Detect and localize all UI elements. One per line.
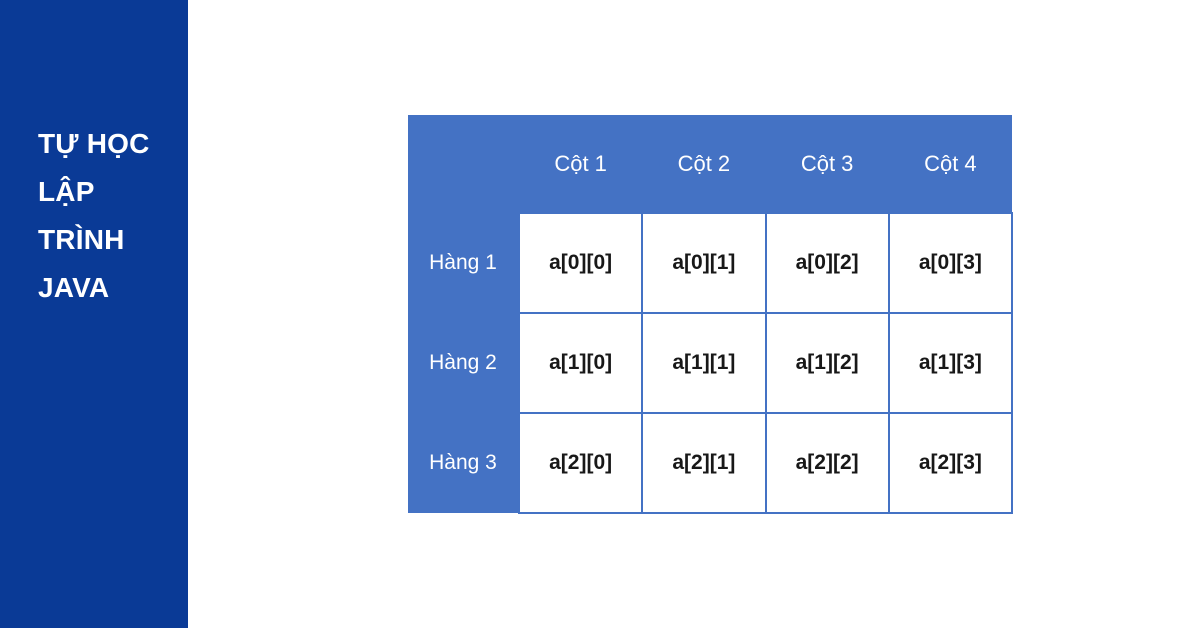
brand-title-line-4: JAVA: [38, 272, 110, 303]
column-header-1: Cột 1: [519, 115, 643, 213]
array-cell-0-2: a[0][2]: [764, 212, 890, 314]
array-grid: Cột 1 Cột 2 Cột 3 Cột 4 Hàng 1 a[0][0] a…: [408, 115, 1014, 514]
table-row: Hàng 2 a[1][0] a[1][1] a[1][2] a[1][3]: [408, 312, 1014, 414]
array-cell-2-2: a[2][2]: [764, 412, 890, 514]
array-cell-1-3: a[1][3]: [887, 312, 1014, 414]
table-row: Hàng 1 a[0][0] a[0][1] a[0][2] a[0][3]: [408, 212, 1014, 314]
array-cell-0-3: a[0][3]: [887, 212, 1014, 314]
array-cell-2-0: a[2][0]: [517, 412, 644, 514]
two-dimensional-array-diagram: Cột 1 Cột 2 Cột 3 Cột 4 Hàng 1 a[0][0] a…: [408, 115, 1014, 514]
array-cell-2-3: a[2][3]: [887, 412, 1014, 514]
array-cell-2-1: a[2][1]: [641, 412, 767, 514]
brand-title: TỰ HỌC LẬP TRÌNH JAVA: [38, 120, 188, 312]
array-cell-0-0: a[0][0]: [517, 212, 644, 314]
array-cell-0-1: a[0][1]: [641, 212, 767, 314]
row-label-1: Hàng 1: [408, 213, 519, 313]
grid-corner-cell: [408, 115, 519, 213]
array-cell-1-1: a[1][1]: [641, 312, 767, 414]
column-header-3: Cột 3: [765, 115, 889, 213]
table-row: Hàng 3 a[2][0] a[2][1] a[2][2] a[2][3]: [408, 412, 1014, 514]
column-header-2: Cột 2: [642, 115, 766, 213]
brand-title-line-2: LẬP: [38, 176, 95, 207]
header-row: Cột 1 Cột 2 Cột 3 Cột 4: [408, 115, 1012, 213]
brand-sidebar: TỰ HỌC LẬP TRÌNH JAVA: [0, 0, 188, 628]
column-header-4: Cột 4: [888, 115, 1012, 213]
brand-title-line-1: TỰ HỌC: [38, 128, 150, 159]
brand-title-line-3: TRÌNH: [38, 224, 125, 255]
array-cell-1-2: a[1][2]: [764, 312, 890, 414]
row-label-3: Hàng 3: [408, 413, 519, 513]
array-cell-1-0: a[1][0]: [517, 312, 644, 414]
row-label-2: Hàng 2: [408, 313, 519, 413]
